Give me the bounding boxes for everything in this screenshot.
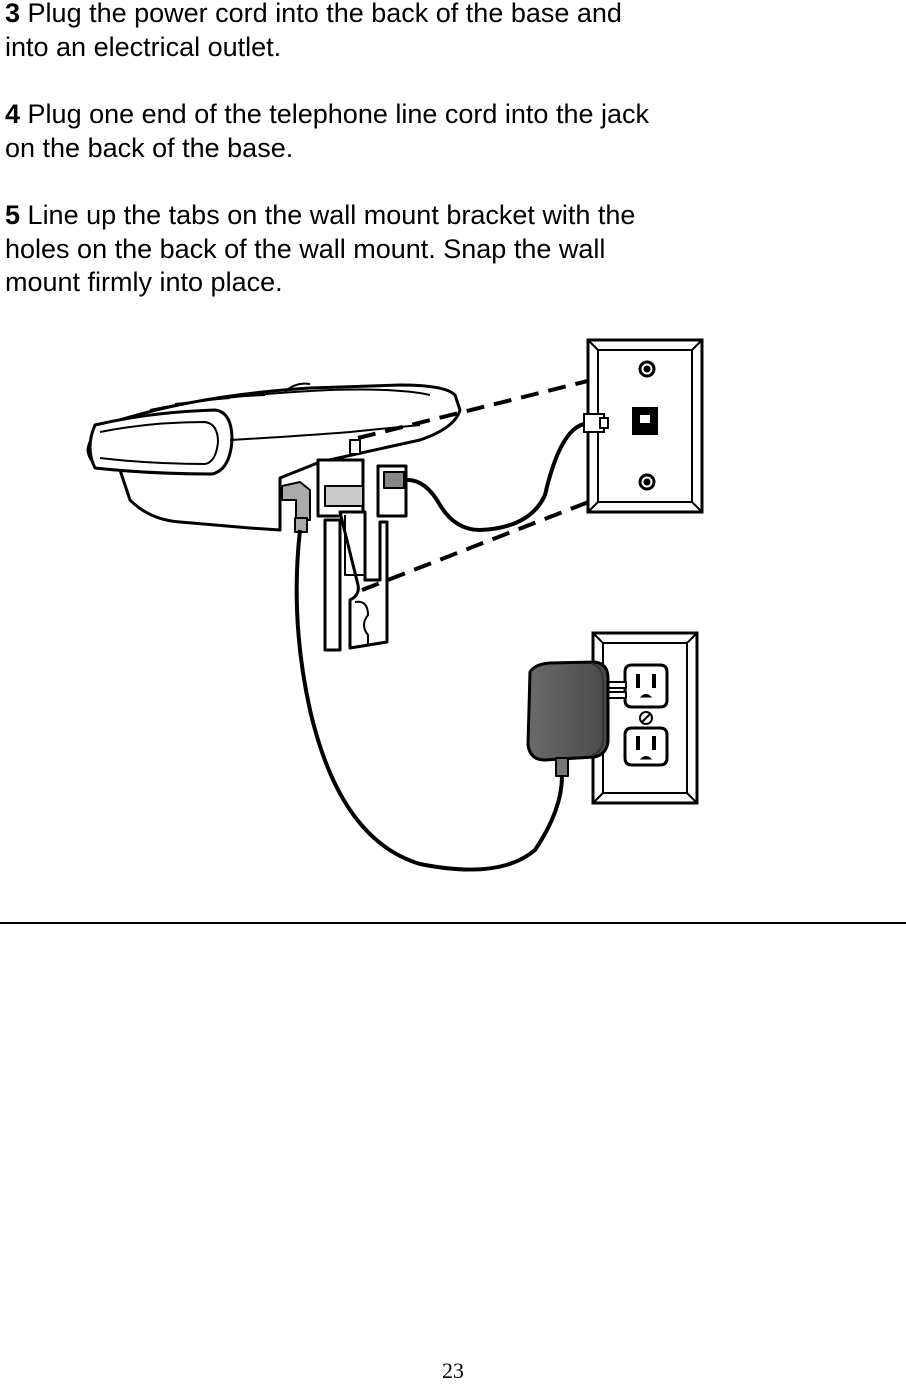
step-5: 5 Line up the tabs on the wall mount bra… bbox=[5, 199, 635, 300]
step-5-line-2: holes on the back of the wall mount. Sna… bbox=[5, 233, 606, 264]
power-cord bbox=[294, 529, 564, 872]
step-3: 3 Plug the power cord into the back of t… bbox=[5, 0, 622, 64]
phone-base-icon bbox=[86, 382, 462, 533]
step-5-number: 5 bbox=[5, 200, 21, 230]
line-cord-plug-icon bbox=[583, 413, 609, 433]
step-3-number: 3 bbox=[5, 0, 21, 28]
step-5-text-1: Line up the tabs on the wall mount brack… bbox=[27, 200, 636, 230]
wall-mount-bracket-icon bbox=[323, 510, 389, 652]
installation-illustration bbox=[86, 338, 704, 872]
step-3-text-1: Plug the power cord into the back of the… bbox=[27, 0, 622, 28]
power-adapter-icon bbox=[526, 660, 627, 777]
phone-jack-icon bbox=[632, 407, 658, 435]
alignment-dashes bbox=[357, 366, 641, 592]
page-number: 23 bbox=[442, 1358, 464, 1383]
step-4-line-1: 4 Plug one end of the telephone line cor… bbox=[5, 98, 649, 132]
step-3-line-1: 3 Plug the power cord into the back of t… bbox=[5, 0, 622, 31]
step-5-line-1: 5 Line up the tabs on the wall mount bra… bbox=[5, 199, 635, 233]
step-4-text-1: Plug one end of the telephone line cord … bbox=[27, 99, 649, 129]
step-4-line-2: on the back of the base. bbox=[5, 132, 294, 163]
telephone-line-cord bbox=[403, 422, 585, 533]
step-3-line-2: into an electrical outlet. bbox=[5, 31, 282, 62]
step-5-line-3: mount firmly into place. bbox=[5, 267, 283, 297]
electrical-outlet-icon bbox=[591, 631, 699, 805]
step-4-number: 4 bbox=[5, 99, 21, 129]
step-4: 4 Plug one end of the telephone line cor… bbox=[5, 98, 649, 165]
horizontal-rule bbox=[0, 922, 906, 924]
